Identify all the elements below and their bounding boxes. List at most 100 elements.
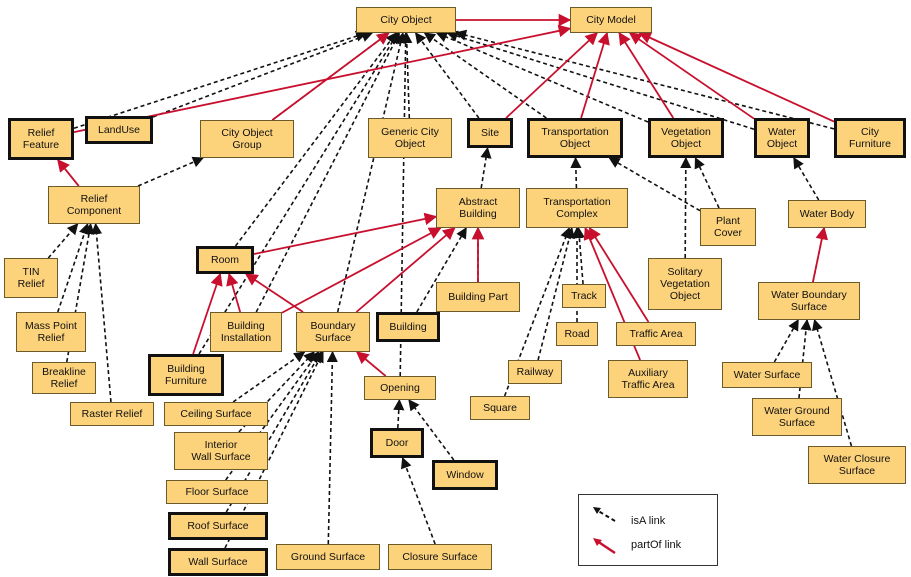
partof-link-swatch — [596, 539, 616, 555]
node-city-furniture: City Furniture — [834, 118, 906, 158]
partof-arrowhead-icon — [593, 538, 602, 546]
isa-link-vegetation-object-to-city-object — [435, 31, 649, 123]
node-water-surface: Water Surface — [722, 362, 812, 388]
isa-link-relief-component-to-city-object-group — [137, 156, 204, 187]
isa-link-interior-wall-surface-to-boundary-surface — [238, 351, 315, 433]
node-boundary-surface: Boundary Surface — [296, 312, 370, 352]
node-track: Track — [562, 284, 606, 308]
partof-link-traffic-area-to-transportation-complex — [588, 226, 650, 323]
node-building-installation: Building Installation — [210, 312, 282, 352]
isa-link-ceiling-surface-to-boundary-surface — [232, 351, 306, 403]
isa-link-water-ground-surface-to-water-boundary-surface — [798, 318, 812, 399]
node-opening: Opening — [364, 376, 436, 400]
node-water-ground-surface: Water Ground Surface — [752, 398, 842, 436]
partof-link-building-furniture-to-room — [192, 272, 223, 355]
isa-link-tin-relief-to-relief-component — [47, 223, 79, 259]
partof-link-opening-to-boundary-surface — [355, 351, 387, 377]
node-transportation-object: Transportation Object — [527, 118, 623, 158]
node-solitary-vegetation-object: Solitary Vegetation Object — [648, 258, 722, 310]
node-room: Room — [196, 246, 254, 274]
isa-link-window-to-opening — [408, 399, 455, 461]
isa-arrowhead-icon — [593, 507, 601, 514]
isa-link-ground-surface-to-boundary-surface — [326, 350, 338, 545]
node-water-body: Water Body — [788, 200, 866, 228]
partof-link-building-installation-to-abstract-building — [281, 227, 442, 314]
node-auxiliary-traffic-area: Auxiliary Traffic Area — [608, 360, 688, 398]
node-wall-surface: Wall Surface — [168, 548, 268, 576]
node-mass-point-relief: Mass Point Relief — [16, 312, 86, 352]
isa-link-water-surface-to-water-boundary-surface — [773, 319, 799, 363]
partof-link-transportation-object-to-city-model — [580, 31, 610, 119]
isa-link-relief-feature-to-city-object — [73, 30, 368, 130]
isa-link-railway-to-transportation-complex — [537, 226, 575, 361]
node-water-closure-surface: Water Closure Surface — [808, 446, 906, 484]
isa-link-site-to-city-object — [414, 32, 480, 119]
partof-link-relief-component-to-relief-feature — [57, 159, 80, 187]
legend-isa-label: isA link — [631, 515, 666, 527]
node-relief-feature: Relief Feature — [8, 118, 74, 160]
node-square: Square — [470, 396, 530, 420]
isa-link-building-installation-to-city-object — [255, 32, 401, 313]
node-generic-city-object: Generic City Object — [368, 118, 452, 158]
node-city-object: City Object — [356, 7, 456, 33]
isa-link-mass-point-relief-to-relief-component — [57, 222, 90, 313]
isa-link-transportation-object-to-city-object — [423, 32, 547, 119]
node-landuse: LandUse — [85, 116, 153, 144]
isa-link-room-to-city-object — [234, 32, 397, 247]
node-closure-surface: Closure Surface — [388, 544, 492, 570]
legend-partof-label: partOf link — [631, 539, 682, 551]
node-building: Building — [376, 312, 440, 342]
node-building-furniture: Building Furniture — [148, 354, 224, 396]
partof-link-city-object-group-to-city-object — [271, 32, 390, 121]
partof-link-site-to-city-model — [505, 32, 599, 119]
isa-link-door-to-opening — [393, 398, 405, 429]
isa-link-track-to-transportation-complex — [573, 226, 585, 285]
partof-link-room-to-abstract-building — [253, 212, 438, 255]
node-ground-surface: Ground Surface — [276, 544, 380, 570]
node-railway: Railway — [508, 360, 562, 384]
node-water-object: Water Object — [754, 118, 810, 158]
node-relief-component: Relief Component — [48, 186, 140, 224]
isa-link-city-furniture-to-city-object — [454, 29, 835, 130]
node-roof-surface: Roof Surface — [168, 512, 268, 540]
node-plant-cover: Plant Cover — [700, 208, 756, 246]
node-transportation-complex: Transportation Complex — [526, 188, 628, 228]
isa-link-floor-surface-to-boundary-surface — [225, 351, 320, 481]
partof-link-city-furniture-to-city-model — [638, 31, 835, 123]
legend-swatches — [593, 507, 616, 555]
node-interior-wall-surface: Interior Wall Surface — [174, 432, 268, 470]
node-window: Window — [432, 460, 498, 490]
partof-link-building-installation-to-room — [226, 272, 242, 313]
node-floor-surface: Floor Surface — [166, 480, 268, 504]
partof-link-relief-feature-to-city-model — [73, 24, 572, 133]
isa-link-water-object-to-city-object — [446, 30, 755, 130]
isa-link-building-to-abstract-building — [416, 227, 467, 313]
node-city-object-group: City Object Group — [200, 120, 294, 158]
isa-link-raster-relief-to-relief-component — [90, 222, 112, 403]
node-tin-relief: TIN Relief — [4, 258, 58, 298]
isa-link-generic-city-object-to-city-object — [401, 31, 413, 119]
isa-link-boundary-surface-to-city-object — [336, 31, 407, 313]
node-breakline-relief: Breakline Relief — [32, 362, 96, 394]
isa-link-water-closure-surface-to-water-boundary-surface — [812, 318, 853, 447]
partof-link-boundary-surface-to-abstract-building — [355, 227, 456, 313]
node-abstract-building: Abstract Building — [436, 188, 520, 228]
partof-link-vegetation-object-to-city-model — [618, 31, 675, 119]
node-road: Road — [556, 322, 598, 346]
isa-link-solitary-vegetation-object-to-vegetation-object — [680, 156, 692, 259]
node-vegetation-object: Vegetation Object — [648, 118, 724, 158]
isa-link-abstract-building-to-site — [480, 146, 492, 189]
node-raster-relief: Raster Relief — [70, 402, 154, 426]
isa-link-landuse-to-city-object — [152, 31, 374, 118]
isa-link-plant-cover-to-vegetation-object — [694, 156, 720, 209]
node-door: Door — [370, 428, 424, 458]
partof-link-boundary-surface-to-room — [244, 273, 304, 313]
node-site: Site — [467, 118, 513, 148]
partof-link-water-object-to-city-model — [628, 32, 755, 120]
node-building-part: Building Part — [436, 282, 520, 312]
isa-link-building-furniture-to-city-object — [198, 32, 399, 355]
node-traffic-area: Traffic Area — [616, 322, 696, 346]
node-ceiling-surface: Ceiling Surface — [164, 402, 268, 426]
